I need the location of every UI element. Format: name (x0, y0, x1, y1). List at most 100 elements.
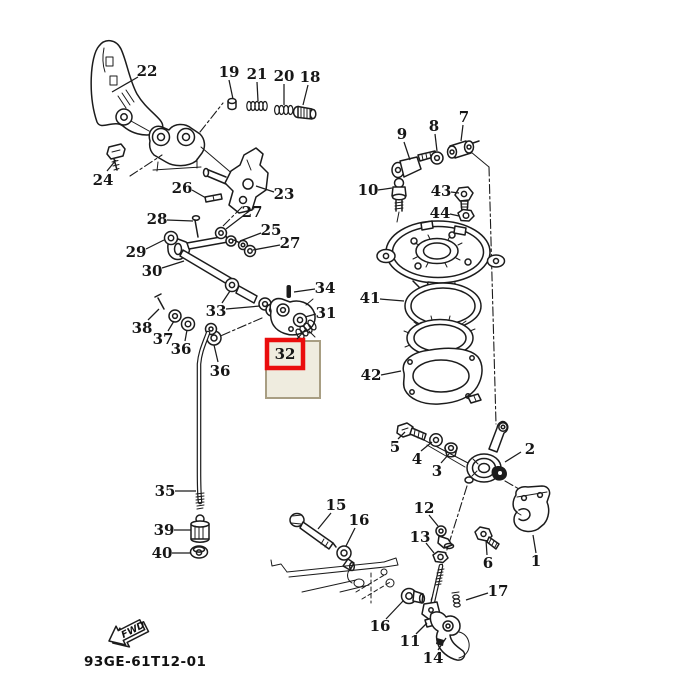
part-callout-2[interactable]: 2 (525, 440, 535, 458)
part-callout-31[interactable]: 31 (316, 304, 337, 322)
part-callout-32[interactable]: 32 (275, 345, 296, 363)
callout-leader-15 (317, 512, 332, 530)
callout-leader-2 (504, 451, 522, 463)
part-callout-43[interactable]: 43 (431, 182, 452, 200)
context-bracket-art (270, 557, 399, 604)
part-callout-26[interactable]: 26 (172, 179, 193, 197)
callout-leader-43 (450, 191, 460, 194)
callout-leader-5 (397, 431, 406, 440)
part-callout-24[interactable]: 24 (93, 171, 114, 189)
part-callout-29[interactable]: 29 (126, 243, 147, 261)
part-callout-17[interactable]: 17 (488, 582, 509, 600)
callout-leader-10 (377, 187, 393, 191)
part-callout-42[interactable]: 42 (361, 366, 382, 384)
callout-leader-11 (415, 622, 428, 635)
callout-leader-9 (403, 141, 411, 161)
part-callout-7[interactable]: 7 (459, 108, 469, 126)
part-callout-22[interactable]: 22 (137, 62, 158, 80)
part-callout-12[interactable]: 12 (414, 499, 435, 517)
part-callout-44[interactable]: 44 (430, 204, 451, 222)
part-callout-34[interactable]: 34 (315, 279, 336, 297)
callout-leader-36 (213, 344, 219, 363)
washer-set-art (154, 293, 196, 332)
callout-leader-34 (293, 288, 316, 293)
part-callout-25[interactable]: 25 (261, 221, 282, 239)
diagram-line-art (90, 40, 551, 661)
part-callout-19[interactable]: 19 (219, 63, 240, 81)
part-callout-18[interactable]: 18 (300, 68, 321, 86)
callout-leader-3 (440, 453, 450, 464)
control-plate-art (376, 220, 506, 291)
part-callout-36[interactable]: 36 (171, 340, 192, 358)
callout-leader-6 (485, 539, 488, 556)
part-callout-23[interactable]: 23 (274, 185, 295, 203)
shift-rod-art (189, 322, 218, 559)
selected-part-highlight[interactable]: 32 (264, 337, 321, 399)
callout-leader-38 (147, 308, 160, 321)
part-callout-9[interactable]: 9 (397, 125, 407, 143)
lever-pin-art (289, 512, 356, 572)
callout-leader-22 (111, 76, 139, 93)
callout-leader-18 (302, 84, 309, 106)
callout-leader-16 (385, 600, 404, 620)
callout-leader-17 (465, 592, 489, 601)
callout-leader-28 (166, 219, 194, 222)
part-callout-20[interactable]: 20 (274, 67, 295, 85)
part-callout-13[interactable]: 13 (410, 528, 431, 546)
part-callout-35[interactable]: 35 (155, 482, 176, 500)
part-callout-37[interactable]: 37 (153, 330, 174, 348)
bolt-art (106, 143, 126, 171)
part-callout-16[interactable]: 16 (370, 617, 391, 635)
part-callout-28[interactable]: 28 (147, 210, 168, 228)
part-callout-11[interactable]: 11 (400, 632, 421, 650)
part-callout-33[interactable]: 33 (206, 302, 227, 320)
part-callout-8[interactable]: 8 (429, 117, 439, 135)
part-code: 93GE-61T12-01 (84, 654, 206, 670)
callout-leader-7 (460, 124, 464, 142)
part-callout-39[interactable]: 39 (154, 521, 175, 539)
part-callout-27[interactable]: 27 (280, 234, 301, 252)
callout-leader-1 (532, 534, 537, 554)
part-callout-30[interactable]: 30 (142, 262, 163, 280)
part-callout-1[interactable]: 1 (531, 552, 541, 570)
part-callout-10[interactable]: 10 (358, 181, 379, 199)
shift-lever-art (90, 40, 164, 136)
part-callout-3[interactable]: 3 (432, 462, 442, 480)
callout-leader-13 (425, 542, 435, 554)
callout-leader-33 (225, 305, 261, 310)
callout-leader-36 (184, 329, 188, 342)
fwd-arrow-icon (108, 618, 146, 646)
callout-leader-23 (255, 185, 275, 193)
callout-leader-44 (449, 213, 460, 217)
part-callout-15[interactable]: 15 (326, 496, 347, 514)
part-callout-4[interactable]: 4 (412, 450, 422, 468)
part-callout-41[interactable]: 41 (360, 289, 381, 307)
callout-leader-32 (296, 329, 306, 340)
callout-leader-24 (106, 159, 117, 172)
lower-linkage-art (400, 525, 470, 661)
callout-leader-4 (420, 441, 433, 452)
part-callout-5[interactable]: 5 (390, 438, 400, 456)
callout-leader-26 (191, 189, 207, 199)
part-callout-38[interactable]: 38 (132, 319, 153, 337)
stopper-bracket-art (474, 485, 551, 550)
callout-leader-37 (167, 320, 175, 332)
part-callout-40[interactable]: 40 (152, 544, 173, 562)
part-callout-27[interactable]: 27 (242, 203, 263, 221)
part-callout-14[interactable]: 14 (423, 649, 444, 667)
part-callout-6[interactable]: 6 (483, 554, 493, 572)
callout-leader-30 (161, 260, 185, 269)
selected-part-box[interactable] (264, 337, 306, 371)
callout-leader-14 (437, 637, 447, 651)
callout-leader-27 (225, 215, 244, 230)
callout-leader-42 (380, 370, 402, 376)
callout-leader-21 (256, 81, 259, 102)
throttle-linkage-art (163, 215, 317, 346)
bolt-washer-nut-art (396, 422, 458, 458)
part-callout-16[interactable]: 16 (349, 511, 370, 529)
part-callout-36[interactable]: 36 (210, 362, 231, 380)
part-callout-21[interactable]: 21 (247, 65, 268, 83)
